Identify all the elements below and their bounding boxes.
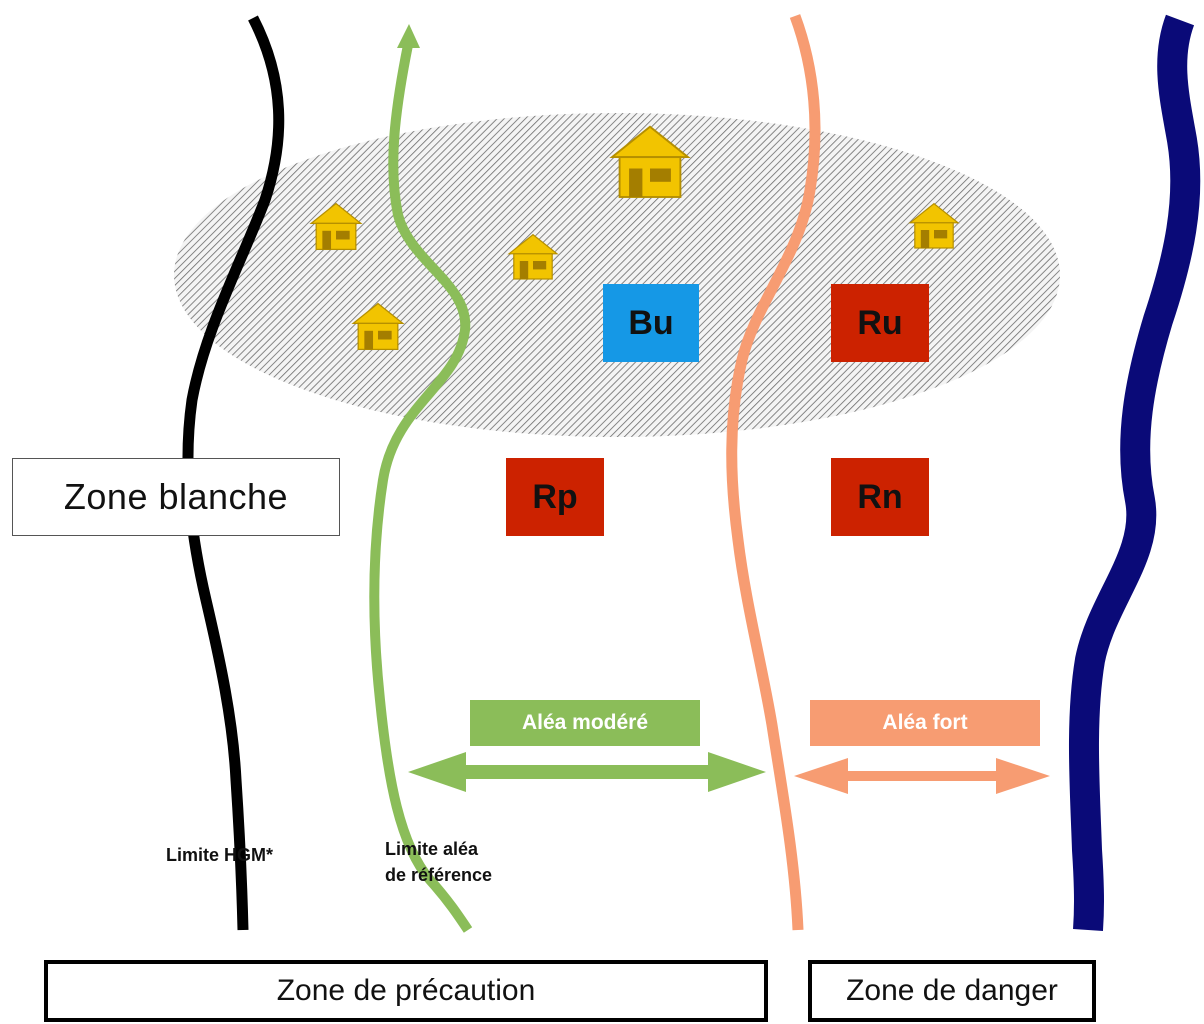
reference-limit-line xyxy=(369,44,473,933)
strong-hazard-label: Aléa fort xyxy=(810,700,1040,746)
urbanized-area xyxy=(174,113,1060,437)
reference-limit-label-line2: de référence xyxy=(385,865,493,885)
moderate-hazard-span-arrow xyxy=(408,752,766,792)
strong-hazard-limit-line xyxy=(726,14,821,931)
zone-blanche-label: Zone blanche xyxy=(12,458,340,536)
zone-code-rn: Rn xyxy=(831,458,929,536)
strong-hazard-span-arrow xyxy=(794,758,1050,794)
hgm-limit-label: Limite HGM* xyxy=(166,845,274,865)
zone-code-ru: Ru xyxy=(831,284,929,362)
zone-danger-label: Zone de danger xyxy=(808,960,1096,1022)
reference-limit-arrowhead xyxy=(397,24,420,48)
zone-code-bu: Bu xyxy=(603,284,699,362)
zone-code-rp: Rp xyxy=(506,458,604,536)
moderate-hazard-label: Aléa modéré xyxy=(470,700,700,746)
zone-precaution-label: Zone de précaution xyxy=(44,960,768,1022)
river xyxy=(1068,14,1201,931)
reference-limit-label-line1: Limite aléa xyxy=(385,839,479,859)
